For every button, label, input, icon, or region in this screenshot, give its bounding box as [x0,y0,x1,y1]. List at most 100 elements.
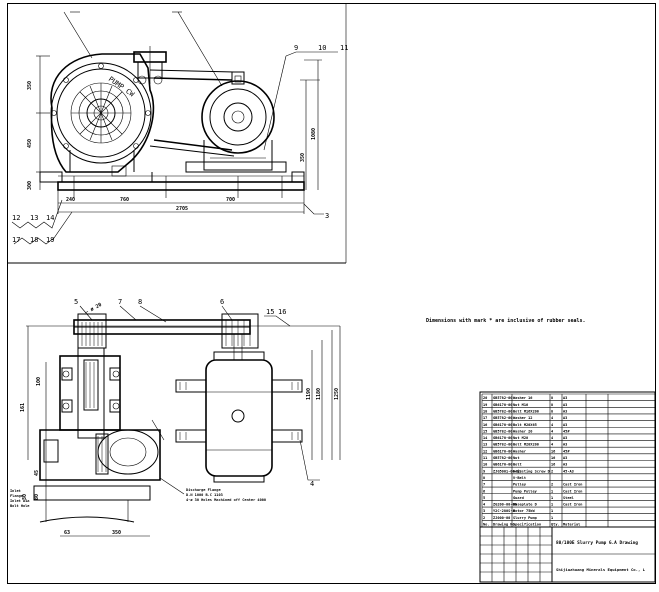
plan-dim-left-5: 30 [22,494,28,500]
bom-cell: GB5782-00 [493,396,512,400]
bom-cell: Material [563,523,580,527]
left-note-2: Flange [10,494,24,498]
bom-cell: 14 [483,436,487,440]
dim-total: 2705 [176,206,188,212]
bom-cell: Specification [513,523,541,527]
bom-cell: Washer 20 [513,429,532,433]
callout-5: 5 [74,298,78,306]
front-callouts: 9 10 11 12 13 14 17 18 19 3 [11,44,348,245]
bom-cell: Pump Pulley [513,489,538,493]
bom-cell: 4 [551,416,553,420]
bom-cell: GB6170-00 [493,403,512,407]
callout-4: 4 [310,480,314,488]
dim-right-2: 350 [300,153,306,162]
bom-cell: GB5782-00 [493,429,512,433]
plan-dim-bottom-2: 350 [112,530,121,536]
motor-plan [175,334,303,483]
bom-cell: A3 [563,409,567,413]
plan-view: 5 7 8 6 15 16 – ø 20 4 100 161 1190 1180… [10,298,341,537]
bom-cell: V-Belt [513,476,526,480]
plan-dim-left-3: 45 [34,470,40,476]
bom-cell: 6 [483,489,485,493]
bom-cell: 8 [483,476,485,480]
bom-cell: 8 [551,409,553,413]
bom-cell: GB6170-00 [493,436,512,440]
plan-dim-left-4: 80 [34,494,40,500]
bom-cell: 16 [551,463,555,467]
callout-8: 8 [138,298,142,306]
bom-cell: 8 [551,396,553,400]
bom-cell: Bolt M20X65 [513,423,537,427]
bom-cell: 18 [483,409,487,413]
callout-14: 14 [46,214,54,222]
callout-19: 19 [46,236,54,244]
left-note-1: Inlet [10,489,21,493]
bom-cell: 17 [483,416,487,420]
bom-cell: ZJG5001-00-01 [493,469,521,473]
bom-cell: Motor 75kW [513,509,535,513]
bom-cell: 1 [551,489,553,493]
bom-cell: A3 [563,403,567,407]
bom-cell: Cast Iron [563,483,582,487]
flange-note-1: Discharge Flange [186,488,221,492]
flange-note-2: D.N 1000 B.C 1103 [186,493,223,497]
bom-cell: Drawing No. [493,523,517,527]
bom-cell: 1 [551,496,553,500]
flange-note-3: 4-ø 30 Holes Machined off Center 4000 [186,498,266,502]
dim-bottom-2: 760 [120,197,129,203]
dim-right-1: 1080 [311,128,317,140]
callout-15: 15 [266,308,274,316]
bom-cell: Adjusting Screw D [513,469,550,473]
bom-cell: 16 [483,423,487,427]
pump-bearing-plan [59,347,121,439]
bom-cell: ZJ000-00 [493,516,510,520]
bom-cell: GB5782-00 [493,456,512,460]
bom-cell: 13 [483,443,487,447]
bom-cell: GB5782-00 [493,416,512,420]
bom-cell: GB5782-00 [493,409,512,413]
bom-cell: GB6170-00 [493,463,512,467]
bom-cell: Bolt [513,463,522,467]
bom-cell: 8 [551,403,553,407]
bom-cell: 2 [551,469,553,473]
bom-cell: 1 [551,509,553,513]
bom-cell: Nut [513,456,520,460]
dim-left-2: 450 [27,139,33,148]
bom-cell: Y2C-280S-4 [493,509,515,513]
callout-12: 12 [12,214,20,222]
bom-cell: GB5782-00 [493,443,512,447]
bom-cell: 2 [483,516,485,520]
bom-cell: Washer 16 [513,396,532,400]
bom-cell: 16 [551,456,555,460]
plan-dim-right-2: 1180 [316,388,322,400]
bom-cell: Pulley [513,483,527,487]
bom-cell: 16 [551,449,555,453]
bom-cell: 12 [483,449,487,453]
company-name: Shijiazhuang Minerals Equipment Co., L [556,567,646,572]
plan-dim-right-1: 1190 [306,388,312,400]
bom-cell: GB6170-00 [493,423,512,427]
bom-cell: 15 [483,429,487,433]
sheet-frame [7,3,656,584]
bom-cell: Steel [563,496,574,500]
bom-cell: 3 [483,509,485,513]
bom-cell: 45-A3 [563,469,574,473]
bom-cell: A3 [563,456,567,460]
callout-13: 13 [30,214,38,222]
bom-cell: Guard [513,496,524,500]
bom-cell: A3 [563,443,567,447]
drawing-title: 80/100E Slurry Pump G.A Drawing [556,540,638,546]
belt-guard-plan [73,313,259,349]
dim-bottom-3: 700 [226,197,235,203]
plan-dim-left-2: 161 [20,403,26,412]
callout-7: 7 [118,298,122,306]
bom-cell: No. [483,523,490,527]
bom-cell: Washer 12 [513,416,532,420]
bom-cell: 2 [551,483,553,487]
callout-17: 17 [12,236,20,244]
bom-cell: 4 [551,443,553,447]
callout-16: 16 [278,308,286,316]
callout-6: 6 [220,298,224,306]
